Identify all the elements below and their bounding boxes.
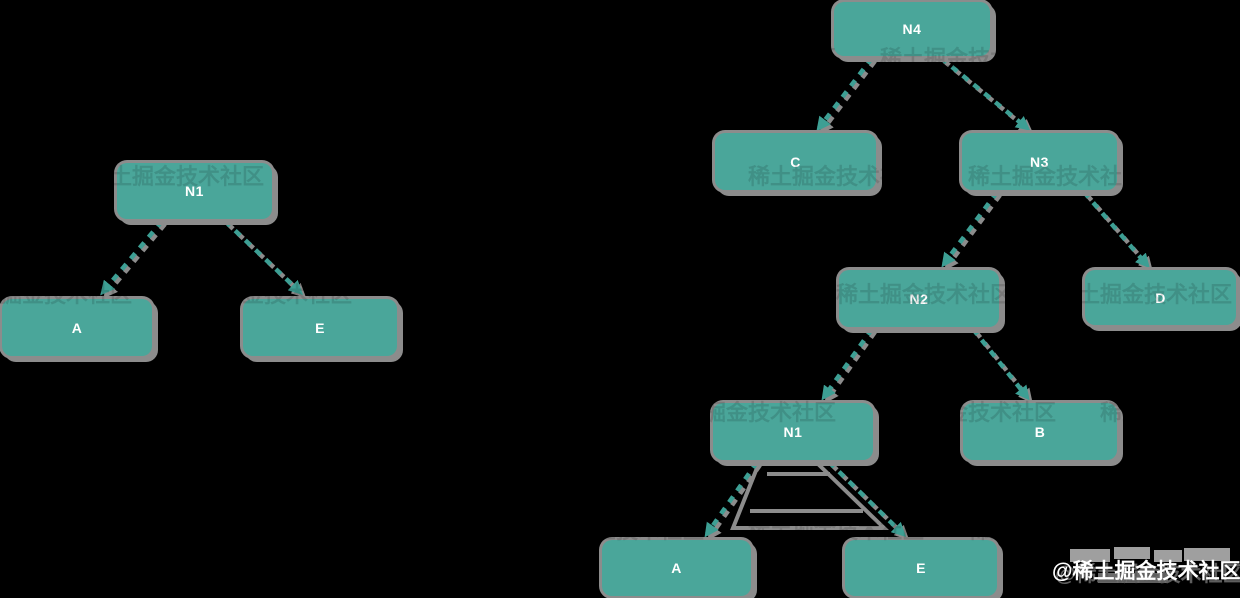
- watermark-block: [1154, 550, 1182, 562]
- node-right-d: D: [1085, 270, 1236, 325]
- watermark-block: [1070, 549, 1110, 562]
- edge-left-n1-e: [223, 219, 304, 295]
- watermark-block: [1098, 573, 1168, 583]
- edge-shadow: [944, 193, 1002, 271]
- edge-n3-d: [1082, 190, 1150, 269]
- node-right-n1: N1: [713, 403, 873, 460]
- edge-n2-b: [971, 327, 1030, 401]
- node-left-a: A: [2, 299, 152, 356]
- watermark-block: [1184, 548, 1230, 561]
- node-left-n1: N1: [117, 163, 272, 219]
- edge-shadow: [103, 222, 167, 299]
- node-right-n3: N3: [962, 133, 1117, 190]
- edge-n4-n3: [939, 56, 1031, 131]
- subtree-triangle-icon: [730, 461, 889, 530]
- watermark-block: [1114, 547, 1150, 559]
- node-left-e: E: [243, 299, 397, 356]
- edge-shadow: [819, 59, 877, 135]
- juejin-watermark: @稀土掘金技术社区: [1052, 547, 1240, 587]
- edge-n2-n1: [821, 327, 874, 401]
- node-right-n2: N2: [839, 270, 999, 327]
- watermark-text: @稀土掘金技术社区: [1052, 560, 1240, 583]
- edge-left-n1-a: [100, 219, 164, 296]
- node-right-n4: N4: [834, 2, 990, 56]
- edge-n1-e: [827, 460, 907, 538]
- node-right-e: E: [845, 540, 997, 596]
- edge-shadow: [942, 59, 1034, 134]
- edge-n3-n2: [941, 190, 999, 268]
- node-right-a: A: [602, 540, 751, 596]
- node-right-b: B: [963, 403, 1117, 460]
- edge-n1-a: [704, 460, 759, 538]
- node-right-c: C: [715, 133, 876, 190]
- edge-shadow: [824, 330, 877, 404]
- edge-n4-c: [816, 56, 874, 132]
